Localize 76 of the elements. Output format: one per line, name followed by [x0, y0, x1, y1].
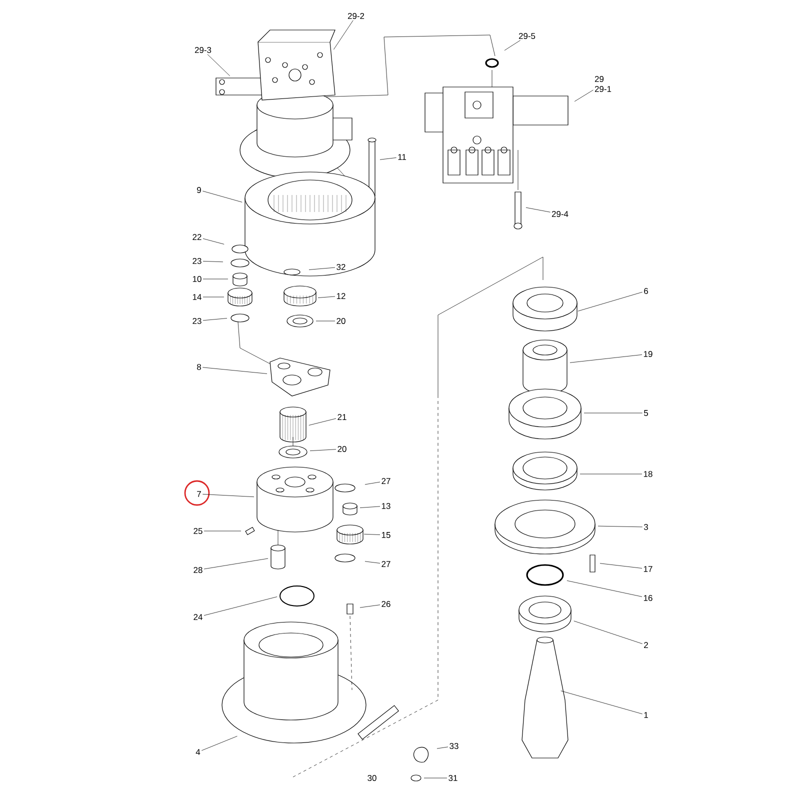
leader-line [364, 534, 380, 535]
callout-number: 13 [382, 503, 390, 509]
leader-line [600, 563, 642, 568]
leader-line [574, 620, 643, 644]
leader-line [598, 526, 643, 528]
callout-number: 31 [448, 775, 458, 781]
leader-line [207, 54, 230, 76]
callout-number: 18 [644, 471, 652, 477]
leader-line [380, 157, 396, 160]
leader-line [364, 561, 380, 564]
callout-number: 29-4 [552, 211, 568, 217]
leader-line [526, 207, 550, 212]
leader-line [202, 261, 224, 262]
leader-line [584, 412, 643, 414]
leader-line [364, 482, 380, 485]
callout-number: 30 [368, 775, 376, 781]
callout-number: 3 [644, 524, 648, 530]
leader-line [566, 580, 642, 597]
callout-number: 14 [192, 294, 202, 300]
callout-number: 24 [194, 614, 202, 620]
callout-number: 6 [644, 288, 648, 294]
callout-number: 27 [382, 478, 390, 484]
callout-number: 29 29-1 [594, 76, 612, 92]
leader-line [560, 690, 643, 714]
leader-line [202, 318, 228, 321]
leader-line [308, 418, 336, 426]
leader-line [202, 367, 268, 374]
callout-number: 5 [644, 410, 648, 416]
leader-line [202, 190, 242, 202]
callout-number: 9 [197, 187, 201, 193]
callout-number: 26 [382, 601, 390, 607]
callout-number: 11 [398, 154, 406, 160]
callout-number: 25 [194, 528, 202, 534]
callout-number: 22 [192, 234, 202, 240]
callout-number: 23 [192, 318, 202, 324]
callout-number: 8 [197, 364, 201, 370]
leader-line [504, 40, 520, 51]
callout-number: 4 [196, 749, 200, 755]
callout-number: 29-5 [518, 33, 536, 39]
callout-number: 15 [382, 532, 390, 538]
callout-number: 23 [192, 258, 202, 264]
leader-line [570, 354, 642, 363]
callout-number: 29-3 [194, 47, 212, 53]
leader-line [333, 20, 354, 50]
callout-number: 29-2 [348, 13, 364, 19]
leader-line [204, 596, 278, 616]
callout-number: 20 [338, 446, 346, 452]
callout-number: 17 [644, 566, 652, 572]
leader-line [201, 736, 238, 751]
callout-number: 12 [336, 293, 346, 299]
leader-line [316, 320, 336, 322]
leader-line [360, 506, 380, 508]
callout-number: 21 [338, 414, 346, 420]
leader-line [202, 296, 224, 298]
callout-number: 32 [336, 264, 346, 270]
leader-line [578, 292, 643, 312]
leader-line [308, 267, 336, 270]
leader-line [204, 530, 242, 532]
callout-number: 20 [336, 318, 346, 324]
leader-line [310, 449, 336, 452]
callout-number: 33 [450, 743, 458, 749]
callout-number: 16 [644, 595, 652, 601]
leader-line [204, 558, 268, 570]
leader-line [436, 746, 448, 749]
callout-number: 27 [382, 561, 390, 567]
callout-number: 28 [194, 567, 202, 573]
leader-line [202, 238, 224, 244]
leader-line [574, 90, 594, 102]
leader-line [360, 604, 380, 608]
callout-number: 10 [192, 276, 202, 282]
callout-number: 2 [644, 642, 648, 648]
callout-number: 1 [644, 712, 648, 718]
callout-number: 7 [197, 491, 201, 497]
leader-line [202, 278, 228, 280]
callout-number: 19 [644, 351, 652, 357]
leader-line [318, 296, 336, 298]
